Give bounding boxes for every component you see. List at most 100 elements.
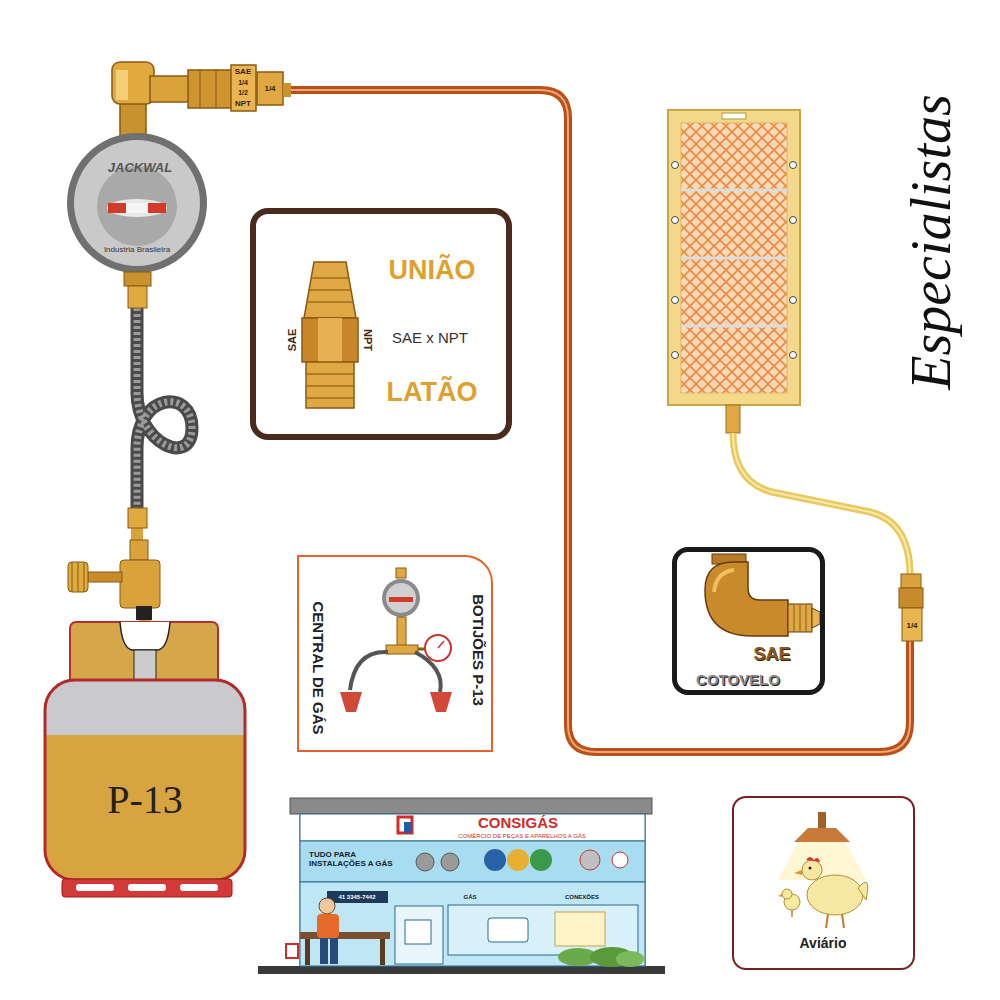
manifold-drawing-part: [386, 583, 416, 613]
brass-elbow-fitting-part: [231, 65, 256, 111]
manifold-drawing-part: [389, 597, 413, 602]
brass-elbow-fitting-part: [112, 62, 154, 104]
brand-logo: JACKWAL: [108, 161, 172, 175]
store-building-part: [300, 932, 390, 939]
store-building-part: [441, 853, 459, 871]
cylinder-valve: [68, 508, 160, 620]
store-building-part: [580, 850, 600, 870]
cylinder-label: P-13: [107, 778, 183, 822]
union-callout-box: UNIÃOSAE x NPTLATÃOSAENPT: [250, 208, 512, 440]
gas-heater: [668, 110, 923, 641]
poultry-drawing-part: [807, 875, 863, 915]
union-fitting-part-part: [311, 277, 349, 279]
cylinder-valve-part: [88, 572, 122, 582]
gas-heater-part-part: [790, 162, 797, 169]
store-building-part: [398, 817, 412, 833]
gas-cylinder: [45, 622, 245, 897]
store-building-part: [317, 914, 339, 938]
gas-cylinder: P-13: [45, 622, 245, 897]
brass-elbow-fitting-part: [200, 70, 201, 108]
manifold-drawing-part: [386, 645, 418, 654]
union-fitting-part: [302, 318, 358, 362]
store-building-part: [319, 898, 335, 914]
gas-cylinder-part: [45, 680, 245, 880]
store-building-part: [488, 918, 528, 942]
fitting-tag: NPT: [235, 100, 251, 109]
phone-number: 41 3345-7442: [338, 894, 375, 901]
part-tag: NPT: [362, 329, 374, 351]
regulator-dial: JACKWAL Industria Brasileira: [67, 133, 207, 273]
poultry-drawing-part: [794, 870, 802, 875]
poultry-drawing-part: [794, 828, 850, 842]
poultry-callout-box: Aviário: [732, 796, 915, 970]
elbow-callout-box: SAECOTOVELO: [672, 547, 825, 695]
callout-title: UNIÃO: [389, 256, 476, 286]
union-fitting: [302, 262, 358, 408]
elbow-fitting: [705, 554, 820, 636]
gas-heater-part-part: [790, 352, 797, 359]
gas-regulator-part: [128, 286, 147, 308]
gas-heater-part-part: [672, 352, 679, 359]
manifold-drawing-part: [382, 579, 420, 617]
store-building-part: [300, 841, 645, 882]
copper-pipe-part: [288, 90, 910, 752]
gas-heater-part-part: [672, 297, 679, 304]
maker-note: Industria Brasileira: [104, 246, 170, 255]
manifold-drawing-part: [430, 692, 452, 712]
store-building-part: [305, 939, 310, 965]
gas-heater-part: [726, 405, 740, 433]
gas-regulator-part: [126, 203, 148, 213]
callout-title: Aviário: [800, 936, 847, 951]
elbow-fitting-part-part: [806, 604, 807, 632]
callout-title: BOTIJÕES P-13: [470, 594, 487, 706]
cylinder-valve-part: [84, 562, 85, 592]
brass-elbow-fitting: [112, 62, 291, 140]
elbow-fitting-part-part: [800, 604, 801, 632]
store-name: CONSIGÁS: [478, 815, 558, 832]
hose-segment: [137, 308, 192, 512]
manifold-drawing-part: [340, 692, 362, 712]
store-banner: TUDO PARA INSTALAÇÕES A GÁS: [309, 851, 401, 869]
manifold-drawing-part: [415, 652, 441, 692]
cylinder-valve-part: [136, 606, 152, 620]
gas-heater-part: [901, 574, 921, 588]
store-building: [258, 798, 665, 974]
poultry-drawing-part: [818, 812, 826, 828]
gas-cylinder-part: [76, 884, 114, 891]
poultry-drawing-part: [858, 882, 868, 900]
store-building-part: [507, 849, 529, 871]
store-building-part: [555, 912, 605, 946]
gas-heater-part: [902, 608, 922, 641]
fitting-size: 1/4: [238, 79, 248, 87]
manifold-drawing-part: [425, 635, 451, 661]
cylinder-valve-part: [68, 562, 88, 592]
gas-cylinder-part: [45, 735, 245, 880]
gas-heater-part: [672, 162, 797, 359]
store-building-part: [416, 853, 434, 871]
part-tag: SAE: [753, 645, 790, 665]
store-building-part: [327, 891, 388, 903]
hose-segment: [137, 308, 192, 512]
store-building-part: [330, 938, 338, 964]
union-fitting-part-part: [307, 301, 353, 303]
gas-regulator-part: [124, 272, 151, 286]
brass-elbow-fitting-part: [216, 70, 217, 108]
poultry-drawing-part: [791, 910, 793, 917]
union-fitting-part-part: [309, 289, 351, 291]
cylinder-valve-part: [128, 508, 147, 528]
store-building-part: [258, 966, 665, 974]
store-building-part: [405, 920, 431, 944]
store-tagline: COMÉRCIO DE PEÇAS E APARELHOS A GÁS: [458, 833, 586, 840]
union-fitting-part: [306, 362, 354, 408]
store-building-part: [484, 849, 506, 871]
brass-elbow-fitting-part: [116, 70, 128, 100]
elbow-fitting-part: [705, 562, 788, 636]
gas-regulator-part: [108, 203, 166, 213]
fitting-size: 1/4: [906, 622, 917, 631]
copper-pipe-part: [288, 90, 910, 752]
gas-heater-part: [681, 189, 787, 192]
manifold-drawing-part: [397, 617, 406, 647]
